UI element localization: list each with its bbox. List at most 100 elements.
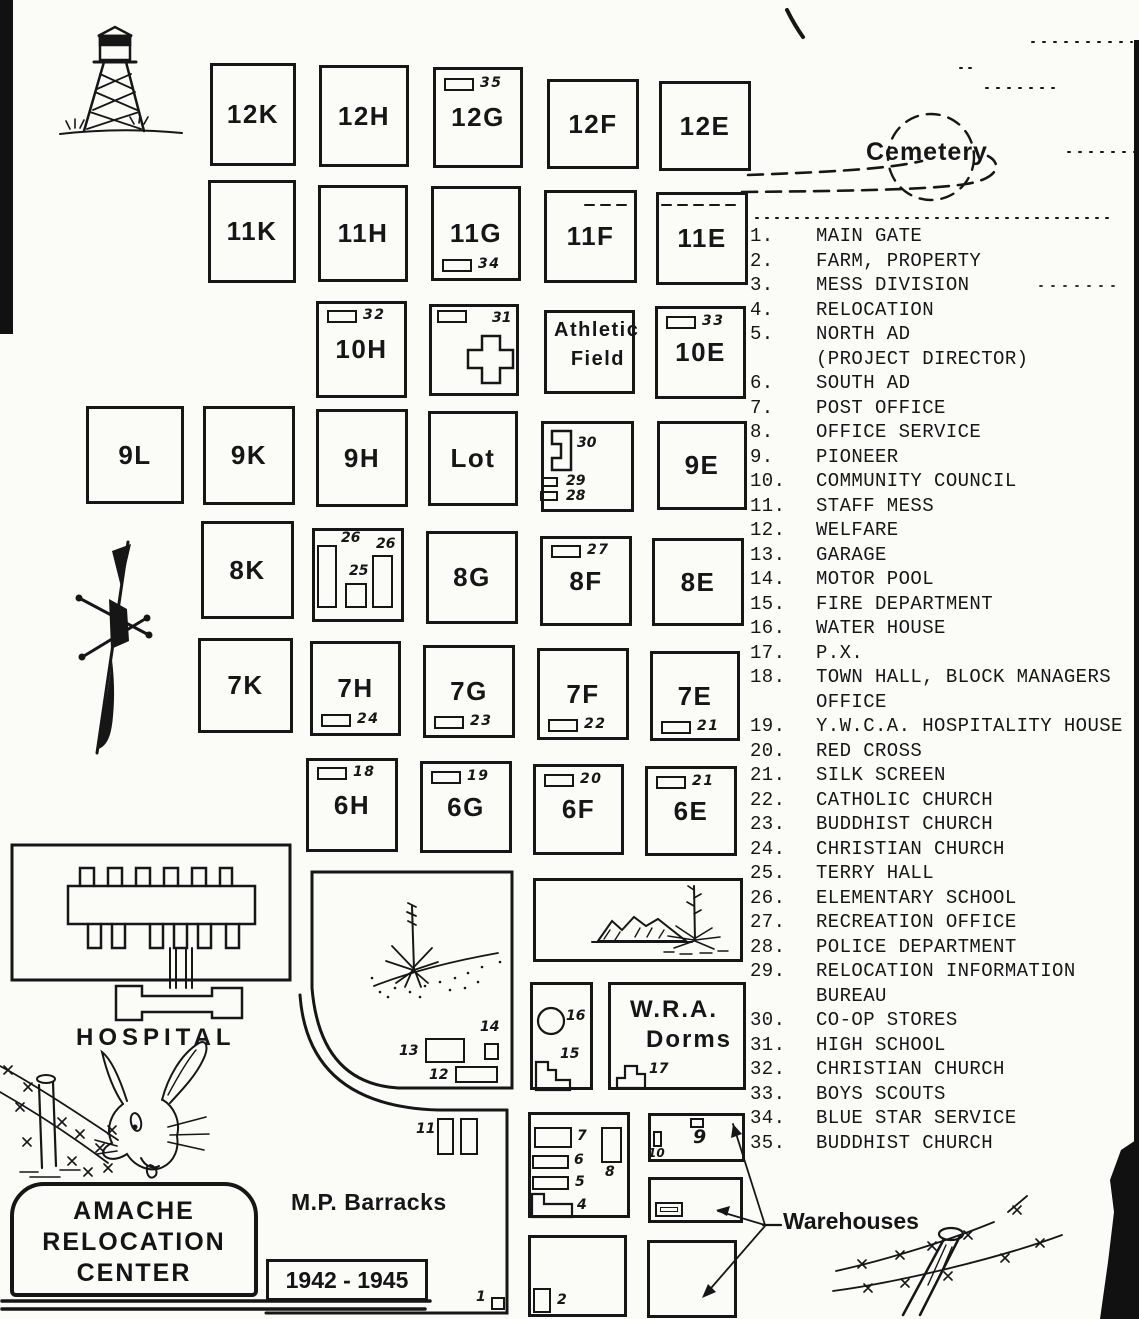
building-number: 33 — [702, 313, 725, 329]
legend-item-text: POST OFFICE — [816, 396, 946, 419]
legend-item: 22.CATHOLIC CHURCH — [750, 788, 1138, 813]
legend-item-number: 18. — [750, 666, 786, 688]
block-label: 9E — [684, 450, 720, 480]
map-block-12E: 12E — [659, 81, 751, 171]
map-block-school-block — [312, 528, 404, 622]
block-label: 9H — [343, 442, 381, 473]
building-number: 34 — [478, 256, 501, 272]
small-building — [437, 310, 467, 323]
block-label: 12H — [337, 100, 391, 131]
legend-item-text: GARAGE — [816, 543, 887, 566]
building-number: 27 — [587, 542, 610, 558]
legend-item: 6.SOUTH AD — [750, 371, 1138, 396]
block-label: 8K — [229, 554, 266, 585]
map-block-11F: 11F — [544, 190, 637, 283]
legend-item-number: 3. — [750, 274, 774, 296]
building-number: 7 — [577, 1128, 587, 1144]
legend-item: 21.SILK SCREEN — [750, 763, 1138, 788]
block-label: 11G — [449, 218, 503, 248]
sign-line2: RELOCATION — [42, 1228, 226, 1256]
small-building — [455, 1066, 498, 1083]
legend-item: 28. POLICE DEPARTMENT — [750, 935, 1138, 960]
hospital-label: HOSPITAL — [76, 1024, 236, 1051]
legend-item-text: MESS DIVISION — [816, 274, 970, 296]
wra-dorms-label-line2: Dorms — [646, 1026, 733, 1053]
building-number: 18 — [353, 764, 376, 780]
small-building — [533, 1288, 551, 1313]
legend-item-number: 10. — [750, 470, 786, 492]
building-number: 10 — [648, 1146, 665, 1160]
legend-item-number: 1. — [750, 225, 774, 247]
block-label: 6F — [561, 794, 596, 824]
legend-item-number: 23. — [750, 813, 786, 835]
numbered-building-marker — [317, 767, 347, 780]
numbered-building-marker — [444, 78, 474, 91]
left-fence-drawing — [0, 1065, 119, 1178]
legend-item: 26.ELEMENTARY SCHOOL — [750, 886, 1138, 911]
block-label: 12E — [679, 110, 731, 141]
building-number: 13 — [399, 1043, 419, 1059]
numbered-building-marker — [321, 714, 351, 727]
sign-line1: AMACHE — [73, 1197, 195, 1225]
block-label: 10H — [335, 334, 388, 364]
legend-item-text: POLICE DEPARTMENT — [816, 935, 1017, 958]
block-label: 8E — [680, 566, 716, 597]
legend-item-number: 30. — [750, 1009, 786, 1031]
map-block-11H: 11H — [318, 185, 408, 282]
block-label: 12F — [568, 108, 618, 139]
legend-item: 12.WELFARE — [750, 518, 1138, 543]
legend-item-number: 16. — [750, 617, 786, 639]
map-block-8E: 8E — [652, 538, 744, 626]
legend-item-text: OFFICE SERVICE — [816, 421, 982, 443]
legend-item-text: MOTOR POOL — [816, 568, 935, 590]
block-label: 7F — [566, 678, 600, 709]
building-number: 21 — [692, 773, 715, 789]
building-number: 4 — [577, 1197, 587, 1213]
legend-item: 17.P.X. — [750, 641, 1138, 666]
legend-item-number: 11. — [750, 494, 786, 517]
legend-item: 29.RELOCATION INFORMATION BUREAU — [750, 959, 1138, 1008]
legend-item: 3. MESS DIVISION — [750, 273, 1138, 298]
yucca-plant-drawing — [370, 902, 502, 999]
legend-item-text: SOUTH AD — [816, 372, 911, 394]
legend-item-text: BUDDHIST CHURCH — [816, 813, 994, 835]
building-number: 15 — [560, 1046, 580, 1062]
legend-item-number: 32. — [750, 1058, 786, 1080]
legend-item: 20.RED CROSS — [750, 739, 1138, 764]
legend-item-number: 26. — [750, 886, 786, 909]
map-block-block-B — [528, 1235, 627, 1317]
legend-item-number: 31. — [750, 1033, 786, 1056]
building-number: 9 — [693, 1126, 707, 1148]
building-number: 16 — [566, 1008, 586, 1024]
legend-item-number: 25. — [750, 862, 786, 884]
legend-item: 35.BUDDHIST CHURCH — [750, 1131, 1138, 1156]
legend-item-text: HIGH SCHOOL — [816, 1033, 946, 1056]
building-number: 29 — [566, 473, 586, 489]
legend-item: 7.POST OFFICE — [750, 396, 1138, 421]
legend-item-number: 28. — [750, 935, 786, 958]
map-block-9E: 9E — [657, 421, 747, 510]
building-number: 23 — [470, 713, 493, 729]
small-building — [542, 477, 558, 487]
building-number: 20 — [580, 771, 603, 787]
legend-item-text: COMMUNITY COUNCIL — [816, 470, 1017, 492]
years-box: 1942 - 1945 — [266, 1259, 428, 1301]
small-building — [491, 1297, 505, 1310]
building-number: 17 — [649, 1061, 669, 1077]
block-label: 8F — [569, 565, 603, 596]
map-block-9L: 9L — [86, 406, 184, 504]
block-label: 6H — [333, 789, 371, 820]
legend-item: 10. COMMUNITY COUNCIL — [750, 469, 1138, 494]
block-label: 11F — [566, 221, 615, 251]
legend-item-number: 21. — [750, 764, 786, 786]
building-number: 21 — [697, 718, 720, 734]
legend-item-text: MAIN GATE — [816, 225, 923, 247]
map-block-coop-block — [541, 421, 634, 512]
legend-item: 33.BOYS SCOUTS — [750, 1082, 1138, 1107]
numbered-building-marker — [431, 771, 461, 784]
legend-item-text: CHRISTIAN CHURCH — [816, 837, 1005, 860]
